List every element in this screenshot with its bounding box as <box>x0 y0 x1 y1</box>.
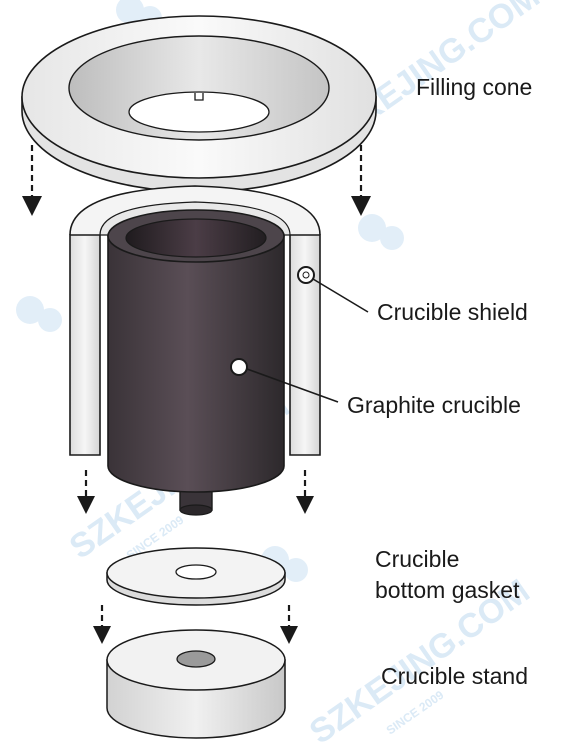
callout-graphite-crucible <box>230 358 339 403</box>
arrow-gasket-left <box>93 605 111 644</box>
label-gasket-line2: bottom gasket <box>375 577 520 603</box>
crucible-stand <box>106 629 286 739</box>
label-crucible-stand: Crucible stand <box>381 663 528 689</box>
graphite-crucible <box>107 209 285 516</box>
label-crucible-shield: Crucible shield <box>377 299 528 325</box>
arrow-cone-right <box>351 145 371 216</box>
arrow-shield-right <box>296 470 314 514</box>
watermark-logo-2 <box>358 214 404 250</box>
callout-crucible-shield <box>297 266 369 313</box>
arrow-shield-left <box>77 470 95 514</box>
filling-cone <box>21 15 377 193</box>
label-graphite-crucible: Graphite crucible <box>347 392 521 418</box>
label-filling-cone: Filling cone <box>416 74 532 100</box>
label-gasket-line1: Crucible <box>375 546 459 572</box>
arrow-cone-left <box>22 145 42 216</box>
watermark-logo-3 <box>16 296 62 332</box>
arrow-gasket-right <box>280 605 298 644</box>
crucible-bottom-gasket <box>106 547 286 606</box>
